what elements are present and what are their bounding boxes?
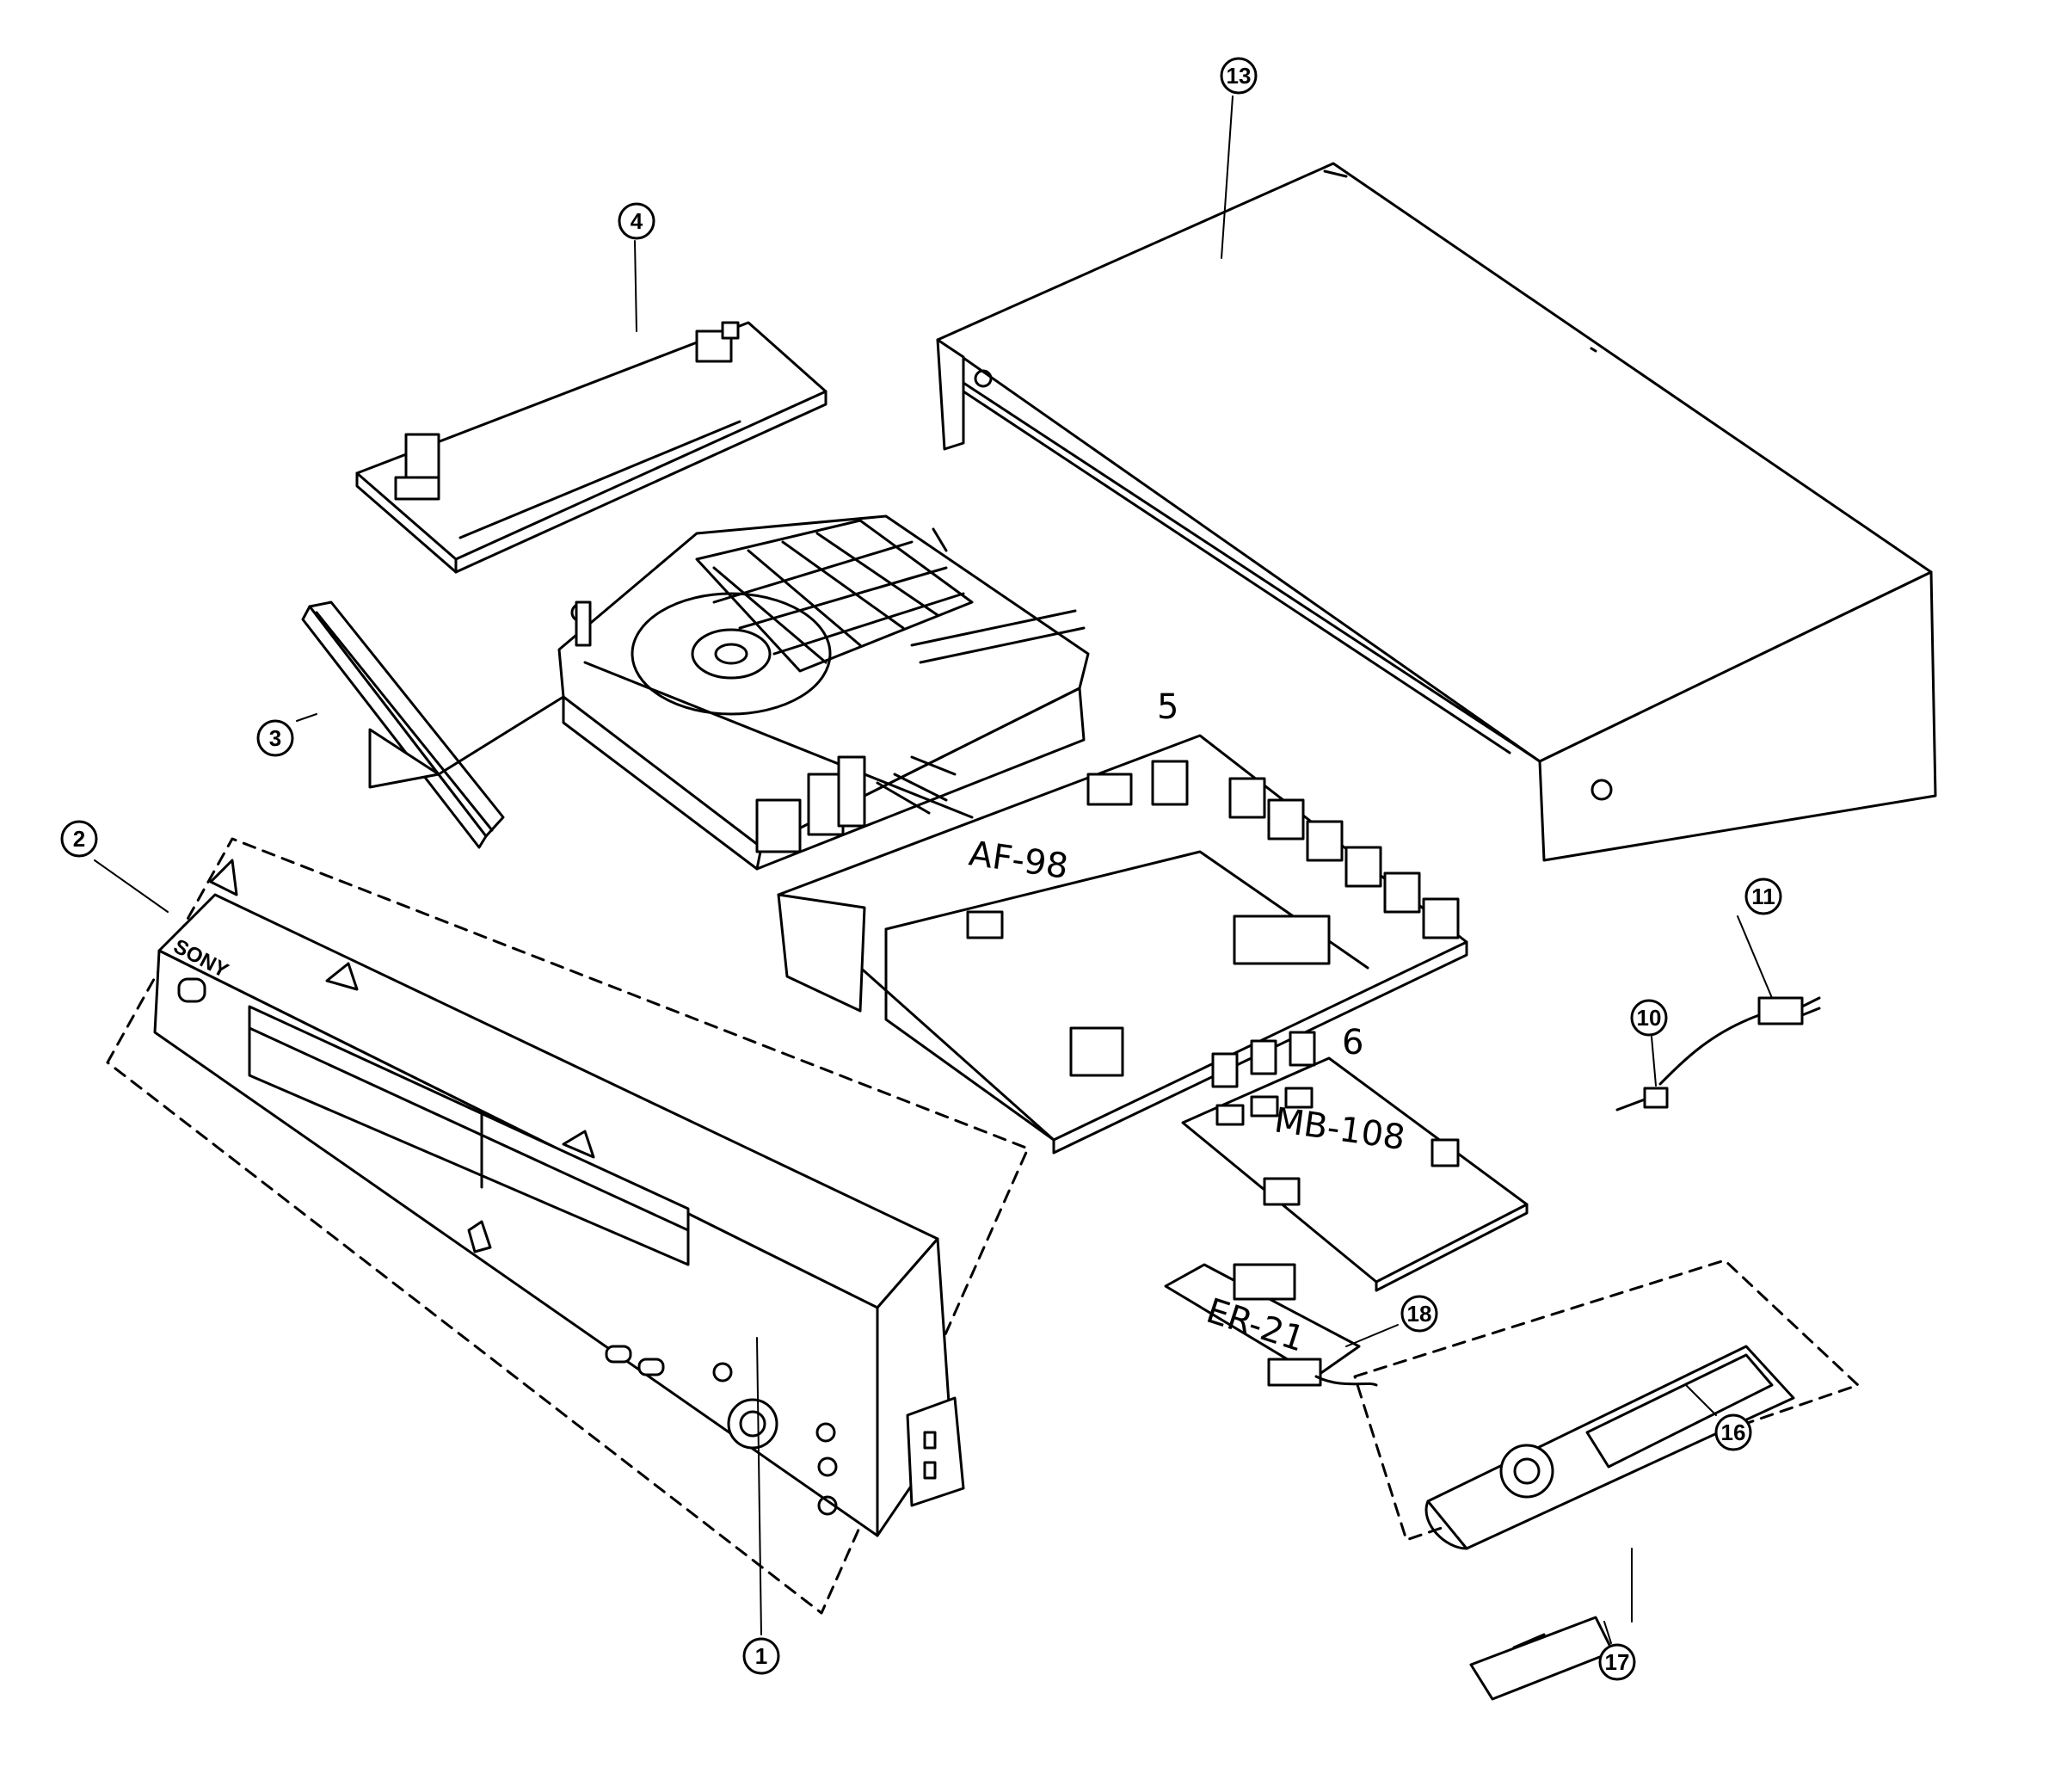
callout-1: 1 bbox=[755, 1643, 767, 1669]
er21-board-part-18 bbox=[1164, 1263, 1378, 1387]
callout-11: 11 bbox=[1751, 884, 1775, 909]
callout-16: 16 bbox=[1721, 1419, 1746, 1445]
callout-10: 10 bbox=[1637, 1005, 1662, 1031]
callout-17: 17 bbox=[1605, 1649, 1630, 1675]
upper-board-part-4 bbox=[355, 321, 828, 574]
leader-lines bbox=[94, 95, 1773, 1644]
label-5: 5 bbox=[1157, 687, 1178, 727]
remote-control-parts-16-17 bbox=[1353, 1259, 1860, 1701]
callout-18: 18 bbox=[1407, 1301, 1432, 1327]
callout-13: 13 bbox=[1227, 63, 1252, 89]
callout-3: 3 bbox=[269, 725, 281, 751]
mb108-board-part-6 bbox=[1181, 1031, 1529, 1292]
power-cord-parts-10-11 bbox=[1615, 996, 1821, 1112]
af98-board-part-5 bbox=[777, 734, 1468, 1155]
tray-front-panel-part-3 bbox=[301, 600, 565, 849]
callout-4: 4 bbox=[631, 208, 643, 234]
callout-circles bbox=[60, 57, 1782, 1681]
callout-2: 2 bbox=[73, 826, 85, 852]
dvd-loader-mechanism bbox=[557, 514, 1090, 871]
front-panel-assembly-part-2 bbox=[106, 837, 1030, 1615]
top-cover-part-13 bbox=[936, 162, 1937, 862]
label-6: 6 bbox=[1342, 1023, 1363, 1062]
